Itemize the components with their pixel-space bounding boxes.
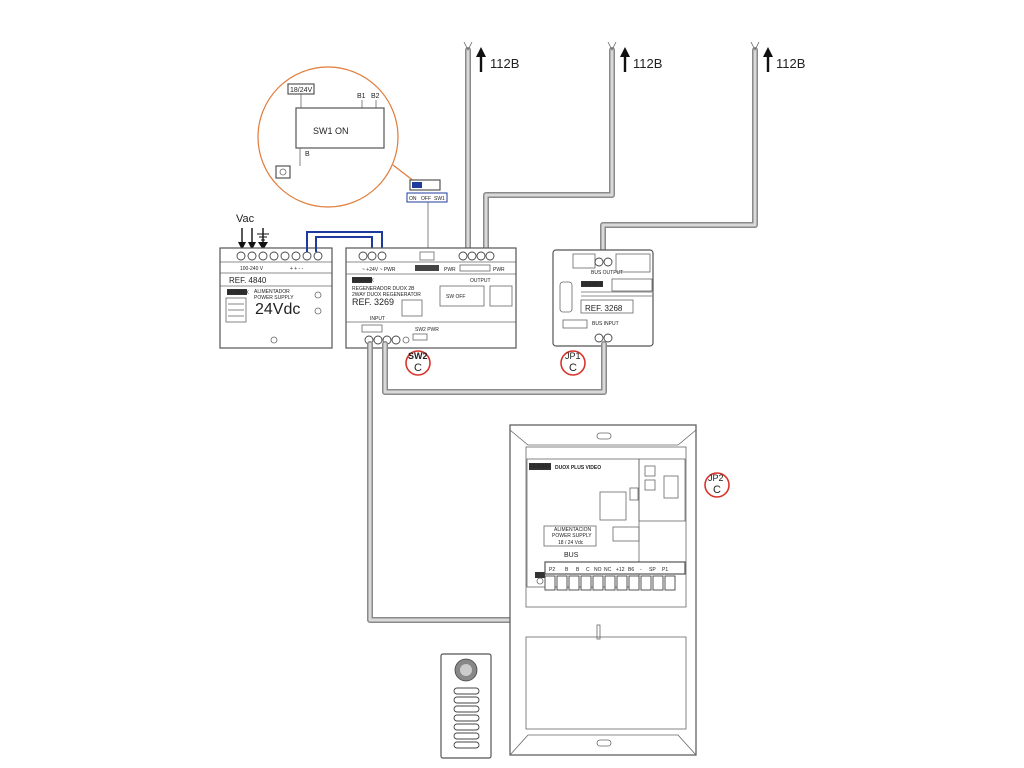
blue-power-wires — [306, 231, 383, 252]
switch-tag: ON OFF SW1 — [406, 179, 448, 250]
switch-tag-off: OFF — [421, 196, 431, 202]
amp-term-8: - — [640, 567, 642, 573]
amp-term-9: SP — [649, 567, 656, 573]
regen-brand: FERMAX — [353, 278, 375, 284]
switch-tag-on: ON — [409, 196, 417, 202]
regen-input-label: INPUT — [370, 316, 385, 322]
zoom-inset: 18/24V B1 B2 SW1 ON B — [257, 66, 416, 208]
regen-top-left-label: ~ +24V ~ PWR — [362, 267, 396, 273]
dist-brand: FERMAX — [582, 282, 604, 288]
switch-tag-sw: SW1 — [434, 196, 445, 202]
dist-ref: REF. 3268 — [585, 304, 623, 313]
inset-b2-label: B2 — [371, 93, 380, 100]
amp-brand: FERMAX — [530, 464, 552, 470]
amplifier: FERMAX DUOX PLUS VIDEO ALIMENTACION POWE… — [526, 458, 686, 588]
amp-term-0: P2 — [549, 567, 555, 573]
amp-term-6: +12 — [616, 567, 625, 573]
ps-terminals — [236, 251, 323, 261]
sw2-marker: SW2 C — [405, 350, 431, 376]
amp-term-1: B — [565, 567, 569, 573]
amp-power-2: POWER SUPPLY — [552, 533, 592, 539]
amp-bus-label: BUS — [564, 552, 579, 559]
riser-cable-1 — [463, 41, 473, 251]
regenerator: ~ +24V ~ PWR PWR PWR FERMAX REGENERADOR … — [345, 247, 517, 349]
inset-switch-label: SW1 ON — [313, 126, 349, 136]
distributor: BUS OUTPUT FERMAX REF. 3268 BUS INPUT — [552, 249, 654, 347]
amp-title: DUOX PLUS VIDEO — [555, 465, 601, 471]
regen-desc-1: REGENERADOR DUOX 2B — [352, 286, 415, 292]
jp2-label: JP2 — [708, 473, 724, 483]
inset-voltage-label: 18/24V — [290, 87, 313, 94]
riser-label-1: 112B — [490, 56, 519, 71]
cable-regen-to-dist — [382, 341, 607, 395]
power-supply: Vac 100-240 V + + - - REF. 4840 FERMAX A… — [219, 213, 333, 349]
regen-top-terminals — [358, 251, 495, 261]
regen-ref: REF. 3269 — [352, 297, 394, 307]
regen-input-terminals — [364, 335, 401, 345]
regen-desc-2: 2WAY DUOX REGENERATOR — [352, 292, 421, 298]
amp-term-5: NC — [604, 567, 612, 573]
regen-output-label: OUTPUT — [470, 278, 491, 284]
regen-pwr-label: PWR — [493, 267, 505, 273]
riser-label-2: 112B — [633, 56, 662, 71]
jp1-label: JP1 — [565, 351, 581, 361]
riser-arrow-2: 112B — [620, 47, 662, 72]
vac-label: Vac — [236, 213, 255, 225]
inset-b-label: B — [305, 151, 310, 158]
svg-text:PWR: PWR — [444, 267, 456, 273]
regen-sw-off: SW OFF — [446, 294, 465, 300]
riser-arrow-3: 112B — [763, 47, 805, 72]
svg-text:SW2 PWR: SW2 PWR — [415, 327, 439, 333]
riser-cable-2 — [483, 41, 617, 251]
amp-term-3: C — [586, 567, 590, 573]
jp2-marker: JP2 C — [704, 472, 730, 498]
amp-term-2: B — [576, 567, 580, 573]
jp1-state: C — [569, 362, 577, 374]
amp-term-7: B6 — [628, 567, 634, 573]
sw2-label: SW2 — [408, 351, 428, 361]
amp-term-10: P1 — [662, 567, 668, 573]
amp-term-4: NO — [594, 567, 602, 573]
ps-voltage: 24Vdc — [255, 301, 300, 318]
door-panel-icon — [440, 653, 492, 759]
ps-brand: FERMAX — [228, 290, 250, 296]
dist-bus-input: BUS INPUT — [592, 321, 619, 327]
inset-b1-label: B1 — [357, 93, 366, 100]
ps-ref: REF. 4840 — [229, 276, 267, 285]
jp1-marker: JP1 C — [560, 350, 586, 376]
amp-power-3: 18 / 24 Vdc — [558, 540, 584, 546]
riser-label-3: 112B — [776, 56, 805, 71]
dist-bus-output: BUS OUTPUT — [591, 270, 623, 276]
amp-power-1: ALIMENTACION — [554, 527, 592, 533]
amp-terminal-strip: P2 B B C NO NC +12 B6 - SP P1 — [544, 561, 686, 591]
jp2-state: C — [713, 484, 721, 496]
sw2-state: C — [414, 362, 422, 374]
riser-cable-3 — [600, 41, 760, 263]
riser-arrow-1: 112B — [476, 47, 519, 72]
inset-switch-box — [295, 107, 385, 149]
svg-text:+ + - -: + + - - — [290, 266, 304, 272]
ps-terminal-legend: 100-240 V — [240, 266, 264, 272]
